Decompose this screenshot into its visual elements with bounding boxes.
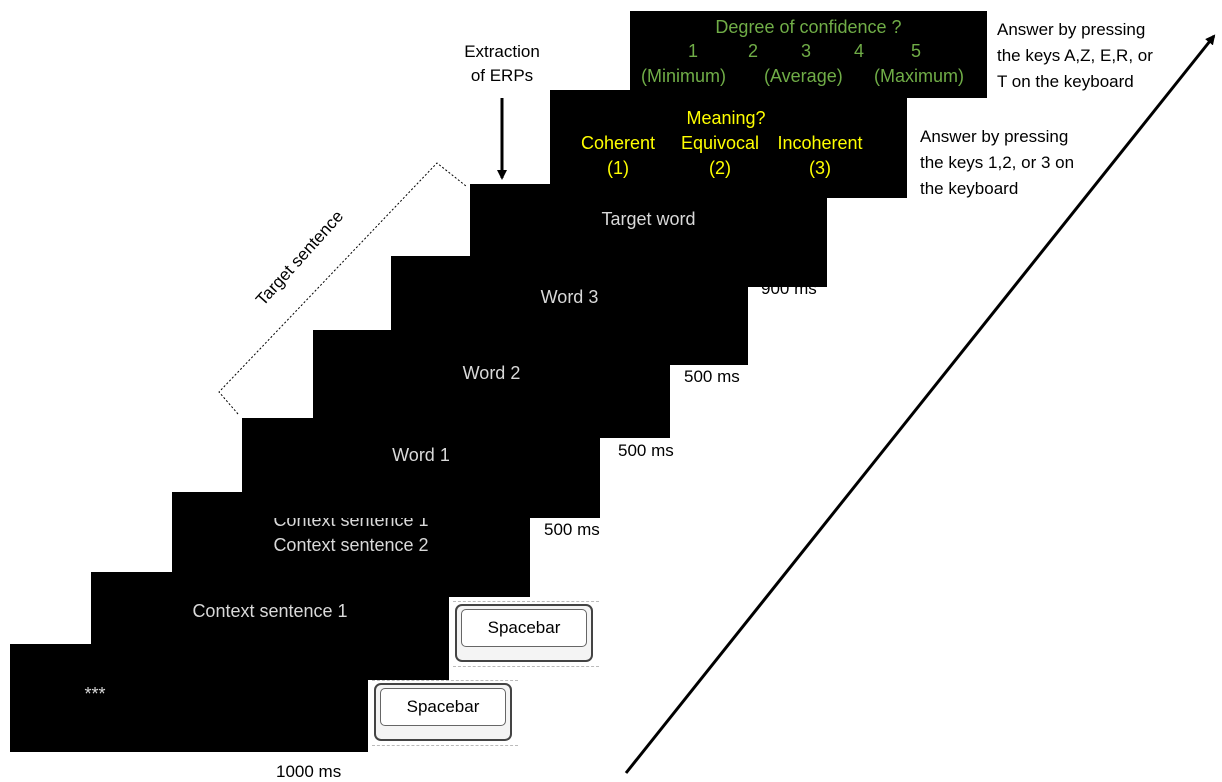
timing-1000ms: 1000 ms <box>276 762 342 781</box>
spacebar-key-fixation: Spacebar <box>372 680 518 746</box>
screen-meaning-question: Meaning? Coherent (1) Equivocal (2) Inco… <box>550 90 907 198</box>
extraction-label: Extraction of ERPs <box>452 40 552 88</box>
option-coherent-code: (1) <box>607 158 629 178</box>
option-incoherent-code: (3) <box>809 158 831 178</box>
spacebar-key-context: Spacebar <box>453 601 599 667</box>
target-sentence-bracket <box>218 162 467 415</box>
word-1-text: Word 1 <box>392 445 450 465</box>
scale-5: 5 <box>911 41 922 61</box>
scale-3: 3 <box>801 41 812 61</box>
timing-900ms-word3: 900 ms <box>761 279 817 298</box>
word-2-text: Word 2 <box>462 363 521 383</box>
spacebar-key-frame: Spacebar <box>455 604 593 662</box>
meaning-question-text: Meaning? <box>686 108 766 128</box>
anchor-average: (Average) <box>764 66 843 86</box>
confidence-answer-line: the keys A,Z, E,R, or <box>997 46 1153 65</box>
option-equivocal-label: Equivocal <box>680 133 760 153</box>
extraction-line-2: of ERPs <box>470 66 534 85</box>
meaning-answer-line: the keyboard <box>920 179 1019 198</box>
confidence-question-text: Degree of confidence ? <box>715 17 902 37</box>
option-coherent-label: Coherent <box>580 133 656 153</box>
anchor-maximum: (Maximum) <box>874 66 964 86</box>
context-sentence-2-line: Context sentence 2 <box>273 535 429 555</box>
meaning-answer-line: Answer by pressing <box>920 127 1069 146</box>
context-sentence-1-text: Context sentence 1 <box>192 601 348 621</box>
target-word-text: Target word <box>601 209 696 229</box>
option-coherent: Coherent (1) <box>578 131 658 181</box>
screen-confidence-question: Degree of confidence ? 1 2 3 4 5 (Minimu… <box>630 11 987 98</box>
time-arrow <box>624 34 1216 774</box>
confidence-answer-line: Answer by pressing <box>997 20 1146 39</box>
timing-500ms-context: 500 ms <box>544 520 600 539</box>
confidence-answer-line: T on the keyboard <box>997 72 1134 91</box>
timing-500ms-word1: 500 ms <box>618 441 674 460</box>
scale-2: 2 <box>748 41 759 61</box>
option-incoherent-label: Incoherent <box>777 133 863 153</box>
option-equivocal: Equivocal (2) <box>674 131 766 181</box>
option-equivocal-code: (2) <box>709 158 731 178</box>
spacebar-key-label: Spacebar <box>380 688 506 726</box>
scale-1: 1 <box>688 41 699 61</box>
extraction-line-1: Extraction <box>464 42 540 61</box>
word-3-text: Word 3 <box>540 287 599 307</box>
spacebar-key-label: Spacebar <box>461 609 587 647</box>
spacebar-key-frame: Spacebar <box>374 683 512 741</box>
meaning-answer-line: the keys 1,2, or 3 on <box>920 153 1075 172</box>
anchor-minimum: (Minimum) <box>641 66 726 86</box>
meaning-answer-note: Answer by pressing the keys 1,2, or 3 on… <box>920 124 1074 202</box>
timing-500ms-word2: 500 ms <box>684 367 740 386</box>
scale-4: 4 <box>854 41 865 61</box>
confidence-answer-note: Answer by pressing the keys A,Z, E,R, or… <box>997 17 1153 95</box>
fixation-text: *** <box>84 684 106 704</box>
screen-target-word: Target word <box>470 184 827 287</box>
option-incoherent: Incoherent (3) <box>771 131 869 181</box>
